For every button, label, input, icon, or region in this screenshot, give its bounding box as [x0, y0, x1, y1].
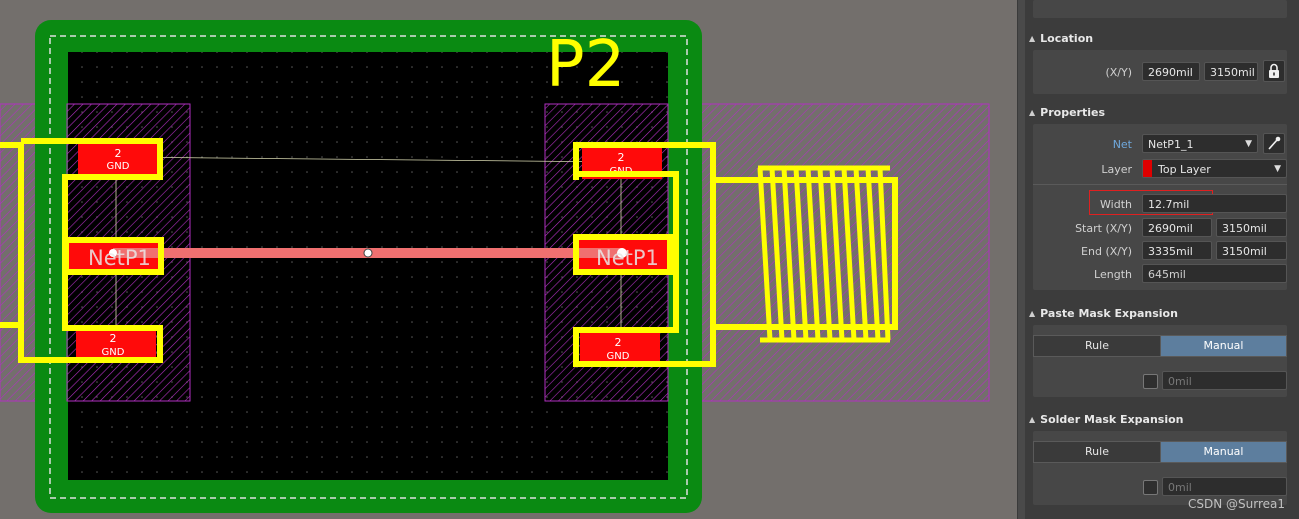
solder-mask-manual-button[interactable]: Manual — [1160, 441, 1287, 463]
component-designator[interactable]: P2 — [546, 28, 625, 102]
solder-mask-section-header[interactable]: ▲ Solder Mask Expansion — [1029, 413, 1184, 426]
chevron-down-icon: ▼ — [1274, 164, 1281, 174]
pad-number: 2 — [115, 147, 122, 160]
paste-mask-checkbox[interactable] — [1143, 374, 1158, 389]
width-field[interactable]: 12.7mil — [1142, 194, 1287, 213]
pad-net-label: GND — [607, 351, 630, 362]
track-handle[interactable] — [363, 248, 373, 258]
pad-net-label-large: NetP1 — [596, 246, 659, 270]
properties-section-title: Properties — [1040, 106, 1105, 119]
start-y-field[interactable]: 3150mil — [1216, 218, 1287, 237]
keepout-region-right — [689, 103, 990, 402]
pcb-canvas[interactable]: 2 GND 2 GND 2 GND 2 GND NetP1 NetP1 — [0, 0, 1017, 519]
pad-number: 2 — [615, 336, 622, 349]
width-label: Width — [1100, 198, 1132, 211]
start-xy-label: Start (X/Y) — [1075, 222, 1132, 235]
ratsnest-line — [117, 156, 621, 163]
net-dropdown[interactable]: NetP1_1 ▼ — [1142, 134, 1258, 153]
lock-icon — [1269, 63, 1279, 78]
layer-dropdown-value: Top Layer — [1158, 163, 1211, 176]
pad-number: 2 — [110, 332, 117, 345]
layer-label: Layer — [1101, 163, 1132, 176]
watermark: CSDN @Surrea1 — [1187, 497, 1285, 511]
pad-net-label-large: NetP1 — [88, 246, 151, 270]
start-x-field[interactable]: 2690mil — [1142, 218, 1212, 237]
net-dropdown-value: NetP1_1 — [1148, 138, 1194, 151]
location-x-field[interactable]: 2690mil — [1142, 62, 1200, 81]
location-xy-label: (X/Y) — [1105, 66, 1132, 79]
pad-net-label: GND — [102, 347, 125, 358]
separator — [1033, 184, 1287, 185]
collapse-caret-icon: ▲ — [1029, 415, 1036, 424]
solder-mask-section-title: Solder Mask Expansion — [1040, 413, 1184, 426]
collapse-caret-icon: ▲ — [1029, 108, 1036, 117]
panel-top-box — [1033, 0, 1287, 18]
paste-mask-section-header[interactable]: ▲ Paste Mask Expansion — [1029, 307, 1178, 320]
location-y-field[interactable]: 3150mil — [1204, 62, 1258, 81]
end-xy-label: End (X/Y) — [1081, 245, 1132, 258]
length-field: 645mil — [1142, 264, 1287, 283]
paste-mask-rule-button[interactable]: Rule — [1033, 335, 1161, 357]
pad-left-top[interactable] — [78, 143, 158, 175]
paste-mask-section-title: Paste Mask Expansion — [1040, 307, 1178, 320]
properties-section-header[interactable]: ▲ Properties — [1029, 106, 1105, 119]
layer-dropdown[interactable]: Top Layer ▼ — [1142, 159, 1287, 178]
track-handle[interactable] — [109, 249, 117, 257]
layer-color-swatch — [1143, 160, 1152, 177]
solder-mask-value-field[interactable]: 0mil — [1162, 477, 1287, 496]
properties-panel: ▲ Location (X/Y) 2690mil 3150mil ▲ Prope… — [1025, 0, 1299, 519]
net-picker-button[interactable] — [1263, 133, 1285, 154]
paste-mask-value-field[interactable]: 0mil — [1162, 371, 1287, 390]
panel-splitter[interactable] — [1017, 0, 1026, 519]
chevron-down-icon: ▼ — [1245, 139, 1252, 149]
pad-right-bottom[interactable] — [580, 329, 660, 361]
pad-net-label: GND — [107, 161, 130, 172]
pad-number: 2 — [618, 151, 625, 164]
location-section-title: Location — [1040, 32, 1094, 45]
solder-mask-checkbox[interactable] — [1143, 480, 1158, 495]
collapse-caret-icon: ▲ — [1029, 34, 1036, 43]
collapse-caret-icon: ▲ — [1029, 309, 1036, 318]
silkscreen-left — [0, 138, 164, 363]
length-label: Length — [1094, 268, 1132, 281]
solder-mask-rule-button[interactable]: Rule — [1033, 441, 1161, 463]
paste-mask-manual-button[interactable]: Manual — [1160, 335, 1287, 357]
end-x-field[interactable]: 3335mil — [1142, 241, 1212, 260]
end-y-field[interactable]: 3150mil — [1216, 241, 1287, 260]
track-handle[interactable] — [617, 248, 627, 258]
eyedropper-icon — [1268, 136, 1281, 150]
lock-button[interactable] — [1263, 60, 1285, 82]
connector-silkscreen — [757, 165, 891, 343]
net-label: Net — [1112, 138, 1132, 151]
location-section-header[interactable]: ▲ Location — [1029, 32, 1093, 45]
